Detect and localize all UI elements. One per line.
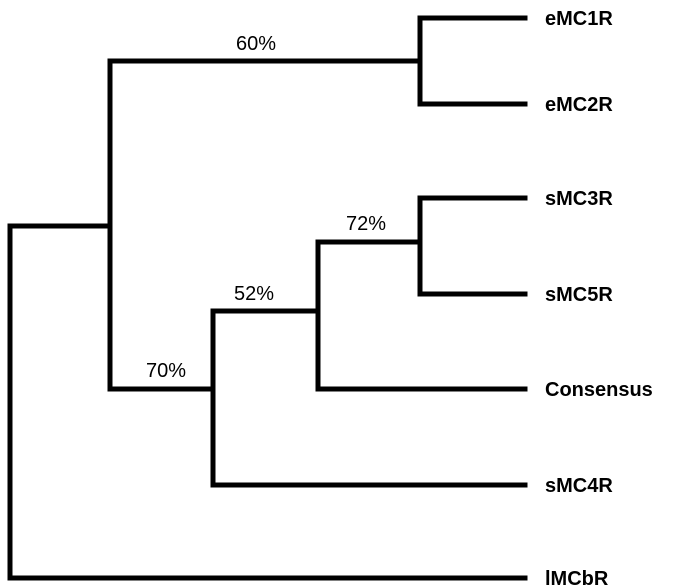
support-label-smc-clade: 70% bbox=[146, 360, 186, 382]
leaf-label-smc5r: sMC5R bbox=[545, 284, 613, 306]
support-label-smc3-smc5-clade: 72% bbox=[346, 213, 386, 235]
support-label-smc3-smc5-consensus-clade: 52% bbox=[234, 283, 274, 305]
leaf-label-emc1r: eMC1R bbox=[545, 8, 613, 30]
leaf-label-emc2r: eMC2R bbox=[545, 94, 613, 116]
leaf-label-smc3r: sMC3R bbox=[545, 188, 613, 210]
support-label-emc-clade: 60% bbox=[236, 33, 276, 55]
leaf-label-consensus: Consensus bbox=[545, 379, 653, 401]
leaf-label-lmcbr: lMCbR bbox=[545, 568, 609, 586]
leaf-label-smc4r: sMC4R bbox=[545, 475, 613, 497]
